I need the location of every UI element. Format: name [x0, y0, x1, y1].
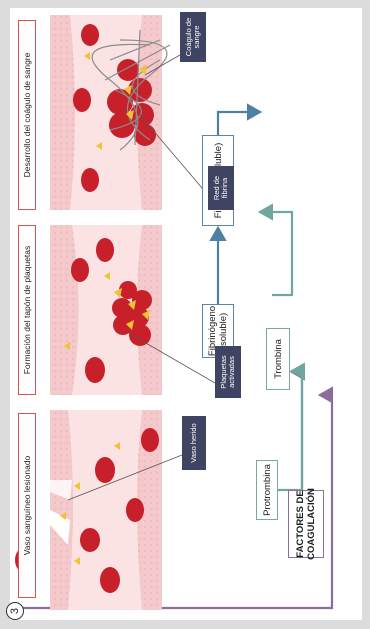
coagulation-diagram: FACTORES DE COAGULACIÓN Protrombina Trom…	[10, 8, 362, 620]
caption-stage1: Vaso sanguíneo lesionado	[18, 413, 36, 598]
trombina-box: Trombina	[266, 328, 290, 390]
label-plaquetas-activadas: Plaquetas activadas	[215, 346, 241, 398]
arrow-trombina-to-fibrina	[260, 212, 292, 295]
caption-stage3: Desarrollo del coágulo de sangre	[18, 20, 36, 210]
label-vaso-herido: Vaso herido	[182, 416, 206, 470]
stage3-vessel	[50, 15, 170, 210]
figure-number: 3	[6, 602, 24, 620]
protrombina-box: Protrombina	[256, 460, 278, 520]
arrow-fibrina-to-coagulo	[218, 112, 260, 135]
label-red-de-fibrina: Red de fibrina	[208, 166, 234, 210]
stage1-vessel	[15, 410, 162, 610]
label-coagulo-de-sangre: Coágulo de sangre	[180, 12, 206, 62]
stage2-vessel	[50, 225, 162, 395]
factores-box: FACTORES DE COAGULACIÓN	[288, 490, 324, 558]
caption-stage2: Formación del tapón de plaquetas	[18, 225, 36, 395]
